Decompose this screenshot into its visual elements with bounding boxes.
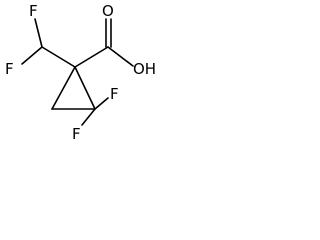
atom-label-f-left: F [5, 60, 14, 78]
atom-label-hydroxyl: OH [133, 60, 156, 78]
molecule-structure: F F O OH F F [5, 2, 156, 143]
atom-label-f-ring-right: F [110, 85, 119, 103]
ring-bond-top-to-bottom-left [51, 66, 76, 110]
atom-label-f-ring-left: F [72, 125, 81, 143]
atom-label-f-top: F [29, 2, 38, 20]
bond-carboxyl-to-oh [107, 46, 134, 67]
bond-chf2-to-f-left [21, 46, 43, 65]
ring-bond-top-to-bottom-right [74, 66, 96, 110]
bond-cf2-to-f-left [81, 108, 96, 126]
bond-ring-to-carboxyl-carbon [74, 46, 109, 68]
bond-chf2-to-ring-carbon [41, 46, 76, 68]
bond-cf2-to-f-right [94, 97, 109, 110]
atom-label-oxygen: O [102, 2, 114, 20]
bond-chf2-to-f-top [34, 18, 43, 48]
